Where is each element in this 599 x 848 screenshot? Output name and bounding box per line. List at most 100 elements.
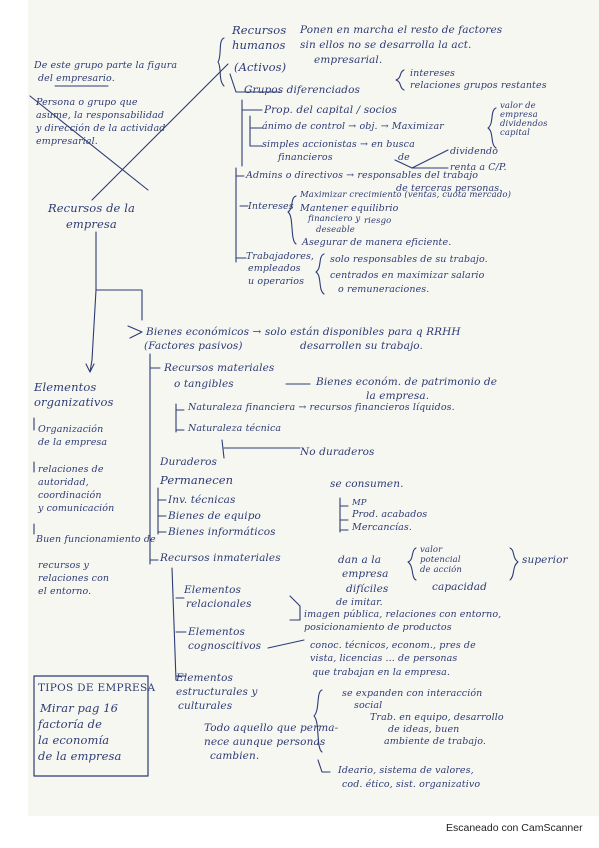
text-prop-capital: Prop. del capital / socios <box>264 104 397 116</box>
text-bienes-informaticos: Bienes informáticos <box>168 526 276 538</box>
text-tangibles: o tangibles <box>174 378 234 390</box>
text-elementos-est: Elementos <box>176 672 233 684</box>
text-grupos-diferenciados: Grupos diferenciados <box>244 84 361 96</box>
text-recursos-de-la: Recursos de la <box>48 201 135 215</box>
text-bienes-equipo: Bienes de equipo <box>168 510 261 522</box>
scanner-watermark: Escaneado con CamScanner <box>446 822 583 834</box>
text-organizacion: Organización <box>38 424 104 435</box>
text-culturales: culturales <box>178 700 233 712</box>
brace-intereses-admins <box>287 195 297 245</box>
text-renta-cp: renta a C/P. <box>450 162 507 173</box>
arrow-dividendo <box>411 149 449 169</box>
text-cognoscitivos: cognoscitivos <box>188 640 262 652</box>
brace-intereses <box>395 69 405 91</box>
brace-valor <box>407 547 417 581</box>
text-de-este-grupo: De este grupo parte la figura <box>34 60 178 71</box>
text-direccion: y dirección de la actividad <box>36 123 166 134</box>
text-valor-de: valor de <box>500 101 536 111</box>
tipos-box <box>33 675 149 777</box>
tipos-economia: la economía <box>38 733 110 747</box>
text-superior: superior <box>522 554 568 566</box>
text-ambiente: ambiente de trabajo. <box>384 736 487 747</box>
text-se-consumen: se consumen. <box>330 478 404 490</box>
text-nece-aunque: nece aunque personas <box>204 736 326 748</box>
tree-duraderos <box>221 439 301 459</box>
text-relaciones-de: relaciones de <box>38 464 104 475</box>
text-ideario: Ideario, sistema de valores, <box>338 765 474 776</box>
text-cod-etico: cod. ético, sist. organizativo <box>342 779 481 790</box>
text-riesgo: riesgo <box>364 216 392 226</box>
text-elementos-cog: Elementos <box>188 626 245 638</box>
text-elementos-rel: Elementos <box>184 584 241 596</box>
tipos-empresa-title: TIPOS DE EMPRESA <box>38 682 156 694</box>
text-factores-pasivos: (Factores pasivos) <box>144 340 243 352</box>
text-inv-tecnicas: Inv. técnicas <box>168 494 236 506</box>
text-duraderos: Duraderos <box>160 456 218 468</box>
line-grupos <box>229 73 281 93</box>
text-comunicacion: y comunicación <box>38 503 115 514</box>
brace-recursos-humanos <box>217 37 225 87</box>
arrow-cognos <box>267 639 305 649</box>
text-remuneraciones: o remuneraciones. <box>338 284 430 295</box>
text-que-trabajan: que trabajan en la empresa. <box>312 667 450 678</box>
arrow-bienes <box>127 325 143 339</box>
arrow-renta <box>394 159 449 169</box>
text-naturaleza-financiera: Naturaleza financiera → recursos financi… <box>188 402 455 413</box>
text-cambien: cambien. <box>210 750 260 762</box>
text-mantener-equilibrio: Mantener equilibrio <box>300 203 399 214</box>
text-trab-equipo: Trab. en equipo, desarrollo <box>370 712 504 723</box>
text-buen-funcionamiento: Buen funcionamiento de <box>36 534 156 545</box>
text-de-la-empresa: de la empresa <box>38 437 108 448</box>
text-asegurar: Asegurar de manera eficiente. <box>302 237 452 248</box>
text-empresa-inm: empresa <box>342 568 389 580</box>
text-dividendo: dividendo <box>450 146 499 157</box>
brace-superior <box>509 547 519 581</box>
bracket-relacionales <box>289 595 301 621</box>
text-relaciones-grupos: relaciones grupos restantes <box>410 80 547 91</box>
text-intereses: intereses <box>410 68 456 79</box>
tipos-de-la-empresa: de la empresa <box>38 749 122 763</box>
trunk <box>89 231 143 373</box>
text-potencial: potencial <box>420 555 461 565</box>
arrow-ideario <box>317 759 331 773</box>
text-admins: Admins o directivos → responsables del t… <box>246 170 479 181</box>
text-mercancias: Mercancías. <box>352 522 413 533</box>
text-intereses-admins: Intereses <box>248 201 294 212</box>
tree-permanecen <box>157 487 167 535</box>
text-centrados: centrados en maximizar salario <box>330 270 485 281</box>
text-dificiles: difíciles <box>346 583 389 595</box>
text-empleados: empleados <box>248 263 301 274</box>
text-el-entorno: el entorno. <box>38 586 92 597</box>
text-dividendos: dividendos <box>500 119 548 129</box>
brace-trabajadores <box>315 253 325 295</box>
text-trabajadores: Trabajadores, <box>246 251 315 262</box>
text-desarrollen: desarrollen su trabajo. <box>300 340 423 352</box>
tree-inmateriales <box>171 567 187 681</box>
text-autoridad: autoridad, <box>38 477 89 488</box>
text-capital: capital <box>500 128 530 138</box>
text-asume: asume, la responsabilidad <box>36 110 165 121</box>
text-humanos: humanos <box>232 38 286 52</box>
text-relaciones-con: relaciones con <box>38 573 110 584</box>
text-elementos: Elementos <box>34 380 97 394</box>
arrow-elementos-org <box>85 363 95 373</box>
text-financieros: financieros <box>278 152 333 163</box>
text-terceras: de terceras personas. <box>396 183 503 194</box>
text-deseable: deseable <box>316 225 355 235</box>
text-bienes-econom: Bienes económ. de patrimonio de <box>316 376 498 388</box>
tree-materiales <box>175 403 185 433</box>
text-persona: Persona o grupo que <box>36 97 138 108</box>
text-prod-acabados: Prod. acabados <box>352 509 428 520</box>
text-permanecen: Permanecen <box>160 473 234 487</box>
tree-bienes <box>149 353 161 565</box>
brace-estructurales <box>313 689 323 753</box>
text-valor: valor <box>420 545 443 555</box>
text-todo-aquello: Todo aquello que perma- <box>204 722 339 734</box>
text-coordinacion: coordinación <box>38 490 102 501</box>
text-ponen-marcha: Ponen en marcha el resto de factores <box>300 24 503 36</box>
text-operarios: u operarios <box>248 276 305 287</box>
tipos-factoria: factoría de <box>38 717 103 731</box>
text-dan-a-la: dan a la <box>338 554 382 566</box>
text-conoc-tecnicos: conoc. técnicos, econom., pres de <box>310 640 476 651</box>
